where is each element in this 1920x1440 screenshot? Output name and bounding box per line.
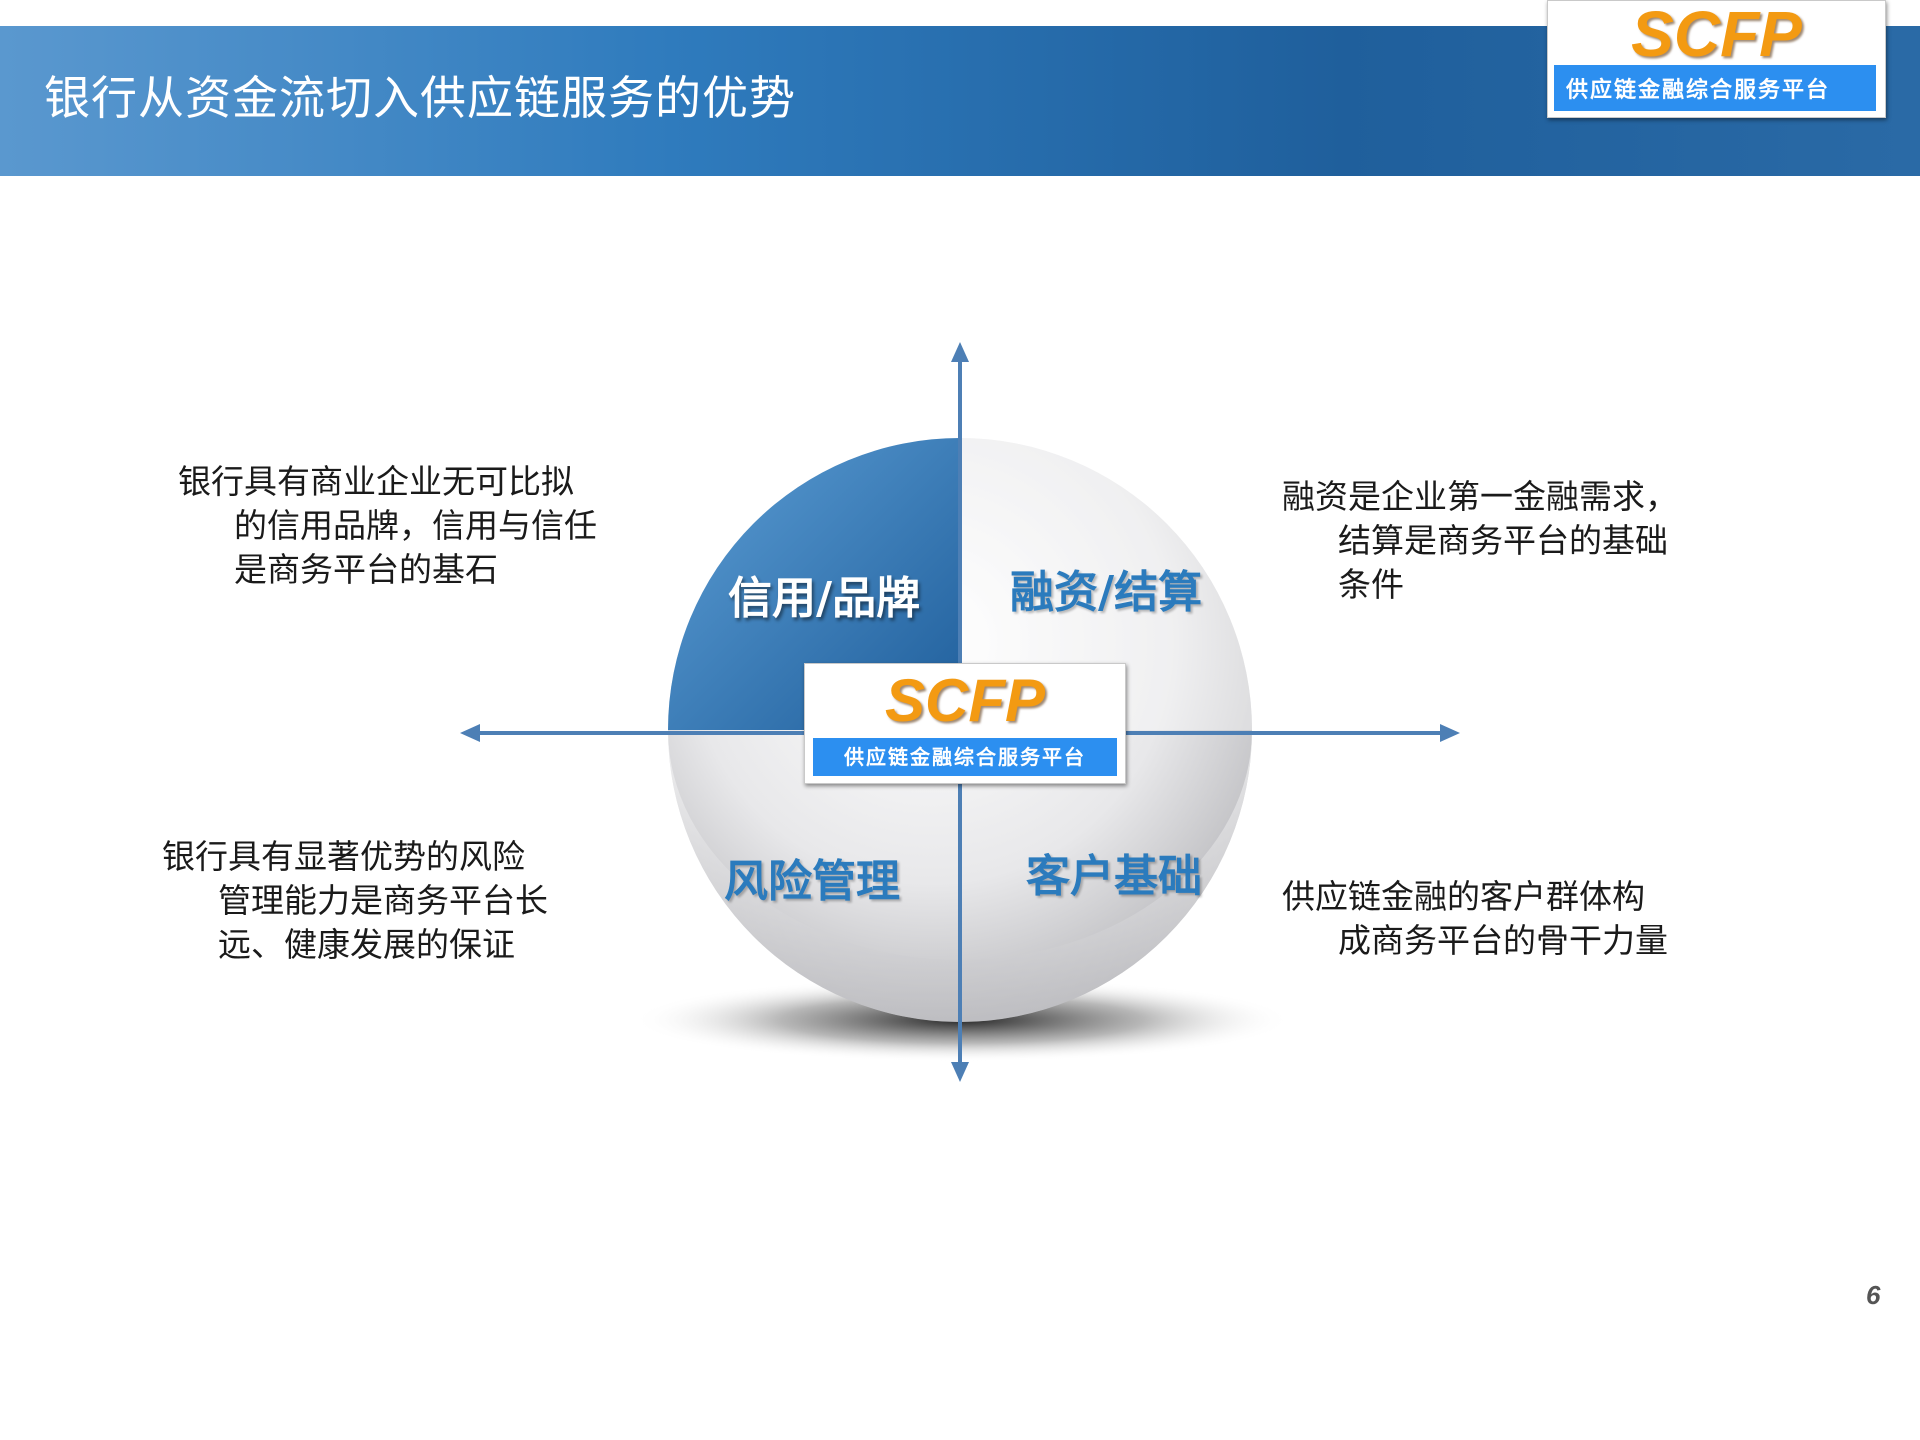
logo-tagline: 供应链金融综合服务平台 xyxy=(813,738,1117,776)
description-line: 是商务平台的基石 xyxy=(234,550,498,589)
logo-mark: SCFP xyxy=(884,667,1046,734)
description-line: 管理能力是商务平台长 xyxy=(218,881,548,920)
description-line: 银行具有显著优势的风险 xyxy=(162,837,525,876)
description-line: 融资是企业第一金融需求， xyxy=(1282,477,1678,516)
sphere-highlight xyxy=(960,438,1252,730)
description-credit: 银行具有商业企业无可比拟 的信用品牌，信用与信任 是商务平台的基石 xyxy=(178,460,597,592)
description-line: 供应链金融的客户群体构 xyxy=(1282,877,1645,916)
description-line: 银行具有商业企业无可比拟 xyxy=(178,462,574,501)
logo-tagline: 供应链金融综合服务平台 xyxy=(1554,65,1876,111)
slide-title: 银行从资金流切入供应链服务的优势 xyxy=(44,71,796,125)
page-number: 6 xyxy=(1866,1280,1881,1310)
quadrant-label-customers: 客户基础 xyxy=(1026,851,1202,902)
description-customers: 供应链金融的客户群体构 成商务平台的骨干力量 xyxy=(1282,875,1668,963)
arrow-left-icon xyxy=(460,724,480,742)
scfp-logo-header: SCFP 供应链金融综合服务平台 xyxy=(1547,0,1886,118)
description-line: 远、健康发展的保证 xyxy=(218,925,515,964)
description-line: 条件 xyxy=(1338,565,1404,604)
description-line: 结算是商务平台的基础 xyxy=(1338,521,1668,560)
sphere-lower-band xyxy=(668,730,1252,1022)
arrow-up-icon xyxy=(951,342,969,362)
scfp-logo-center: SCFP 供应链金融综合服务平台 xyxy=(804,663,1126,784)
arrow-right-icon xyxy=(1440,724,1460,742)
description-finance: 融资是企业第一金融需求， 结算是商务平台的基础 条件 xyxy=(1282,475,1678,607)
quadrant-label-credit: 信用/品牌 xyxy=(728,573,921,624)
quadrant-label-risk: 风险管理 xyxy=(724,856,900,907)
description-line: 的信用品牌，信用与信任 xyxy=(234,506,597,545)
description-line: 成商务平台的骨干力量 xyxy=(1338,921,1668,960)
description-risk: 银行具有显著优势的风险 管理能力是商务平台长 远、健康发展的保证 xyxy=(162,835,548,967)
logo-tagline-text: 供应链金融综合服务平台 xyxy=(1566,77,1831,103)
logo-mark: SCFP xyxy=(1631,0,1802,70)
quadrant-label-finance: 融资/结算 xyxy=(1010,567,1203,618)
quadrant-credit-brand xyxy=(668,438,960,730)
arrow-down-icon xyxy=(951,1062,969,1082)
